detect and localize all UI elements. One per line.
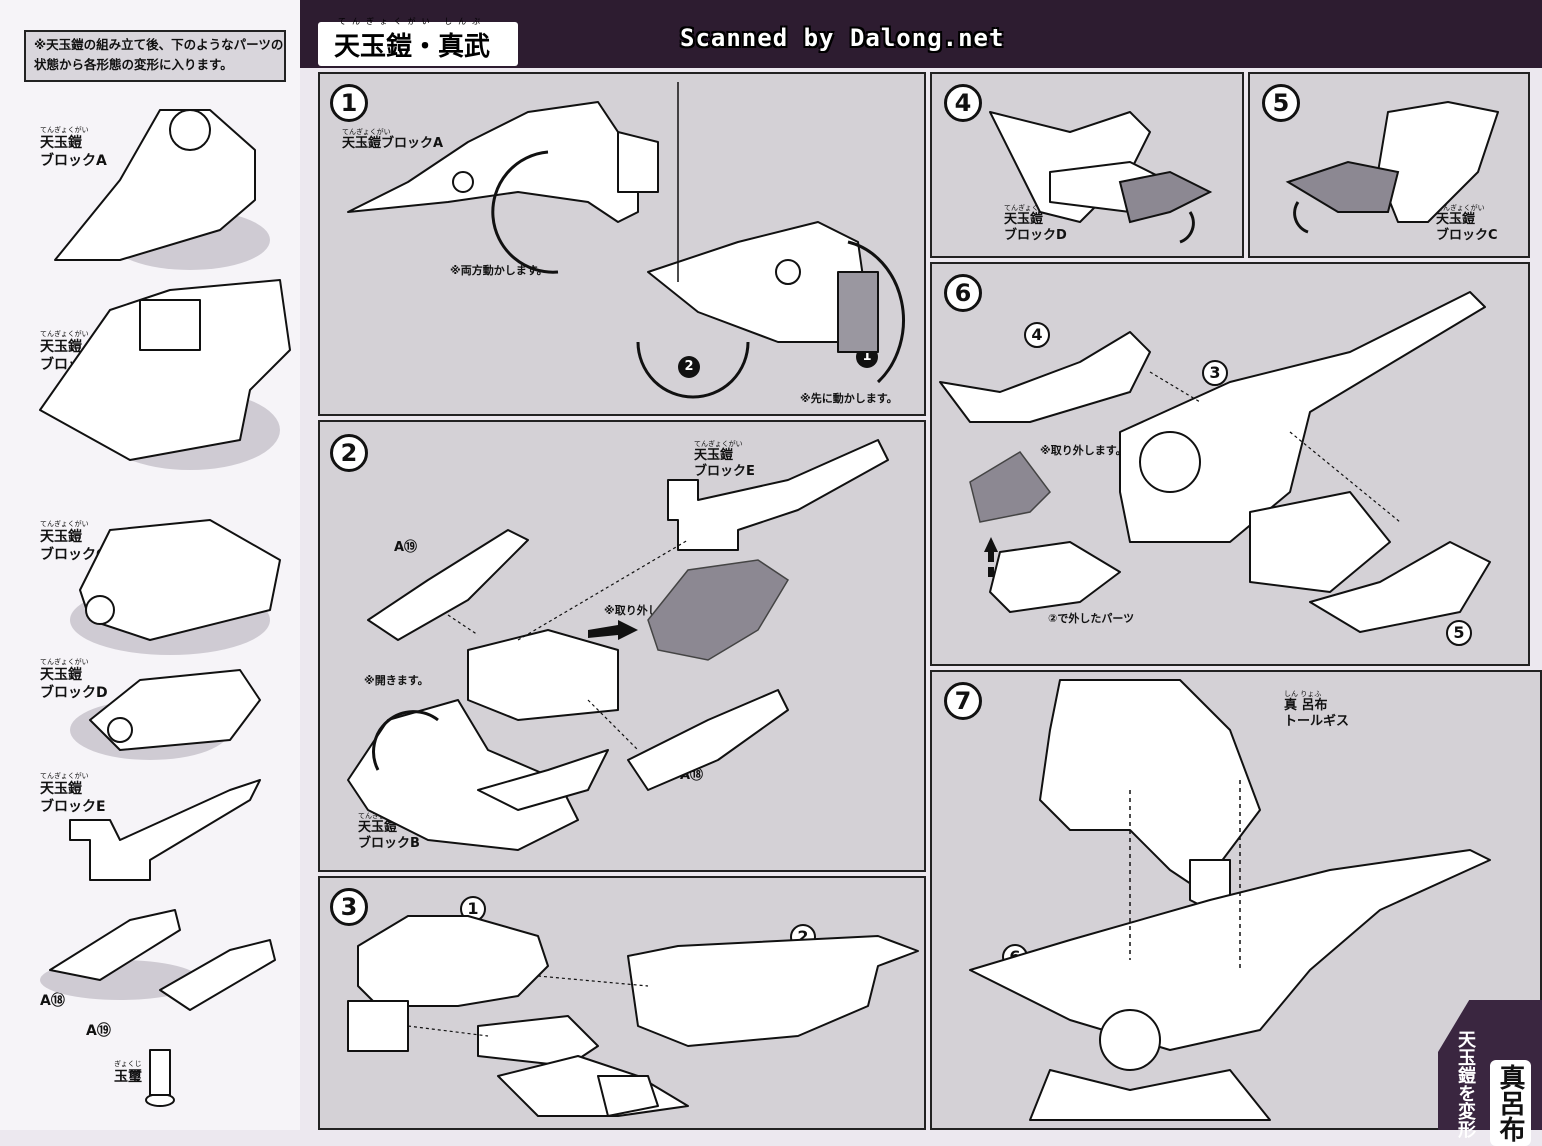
note-line-1: ※天玉鎧の組み立て後、下のようなパーツの: [34, 37, 284, 52]
step-7-number: 7: [944, 682, 982, 720]
part-label-gyokuji: ぎょくじ 玉璽: [114, 1060, 142, 1085]
part-label-block-e: てんぎょくがい 天玉鎧 ブロックE: [40, 772, 106, 815]
step-7-label: しん りょふ 真 呂布 トールギス: [1284, 690, 1350, 729]
title-box: [318, 22, 518, 66]
banner-title: 真呂布: [1490, 1060, 1531, 1146]
part-label-block-c: てんぎょくがい 天玉鎧 ブロックC: [40, 520, 107, 563]
step-4-drawing: [989, 111, 1213, 244]
step-6-callout-4: 4: [1024, 322, 1050, 348]
step-6-note-remove: ※取り外します。: [1040, 444, 1127, 457]
step-2-drawing: [347, 439, 889, 851]
step-6-removed-parts: ②で外したパーツ: [1048, 612, 1135, 625]
step-6-callout-5: 5: [1446, 620, 1472, 646]
part-label-a19: A⑲: [86, 1023, 111, 1039]
step-6-callout-3: 3: [1202, 360, 1228, 386]
page-title: 天玉鎧・真武: [334, 32, 491, 62]
part-label-block-d: てんぎょくがい 天玉鎧 ブロックD: [40, 658, 108, 701]
step-7-drawing: [969, 679, 1491, 1121]
part-label-a18: A⑱: [40, 993, 65, 1009]
scan-watermark: Scanned by Dalong.net: [680, 24, 1005, 52]
step-3-number: 3: [330, 888, 368, 926]
assembly-note: ※天玉鎧の組み立て後、下のようなパーツの 状態から各形態の変形に入ります。: [24, 30, 286, 82]
step-6-drawing: [939, 291, 1491, 633]
step-1-drawing: [347, 82, 905, 399]
step-2-number: 2: [330, 434, 368, 472]
banner-text: 天玉鎧を変形: [1455, 1030, 1476, 1138]
step-1-label: てんぎょくがい 天玉鎧ブロックA: [342, 128, 444, 151]
step-5-number: 5: [1262, 84, 1300, 122]
title-ruby: てんぎょくがい しんぶ: [338, 17, 487, 26]
step-2-label-a19: A⑲: [394, 540, 418, 555]
step-2-label-block-e: てんぎょくがい 天玉鎧 ブロックE: [694, 440, 755, 479]
step-1-arrow-2: 2: [678, 356, 700, 378]
step-4-number: 4: [944, 84, 982, 122]
step-4-label: てんぎょくがい 天玉鎧 ブロックD: [1004, 204, 1067, 243]
step-2-note-open: ※開きます。: [364, 674, 429, 687]
step-3-drawing: [347, 915, 919, 1117]
step-1-note-first: ※先に動かします。: [800, 392, 898, 405]
part-label-block-a: てんぎょくがい 天玉鎧 ブロックA: [40, 126, 107, 169]
note-line-2: 状態から各形態の変形に入ります。: [34, 57, 233, 72]
step-5-drawing: [1285, 101, 1499, 234]
step-6-number: 6: [944, 274, 982, 312]
step-1-number: 1: [330, 84, 368, 122]
step-1-note-both: ※両方動かします。: [450, 264, 548, 277]
step-5-label: てんぎょくがい 天玉鎧 ブロックC: [1436, 204, 1498, 243]
sidebar-part-drawings: [39, 109, 291, 1107]
